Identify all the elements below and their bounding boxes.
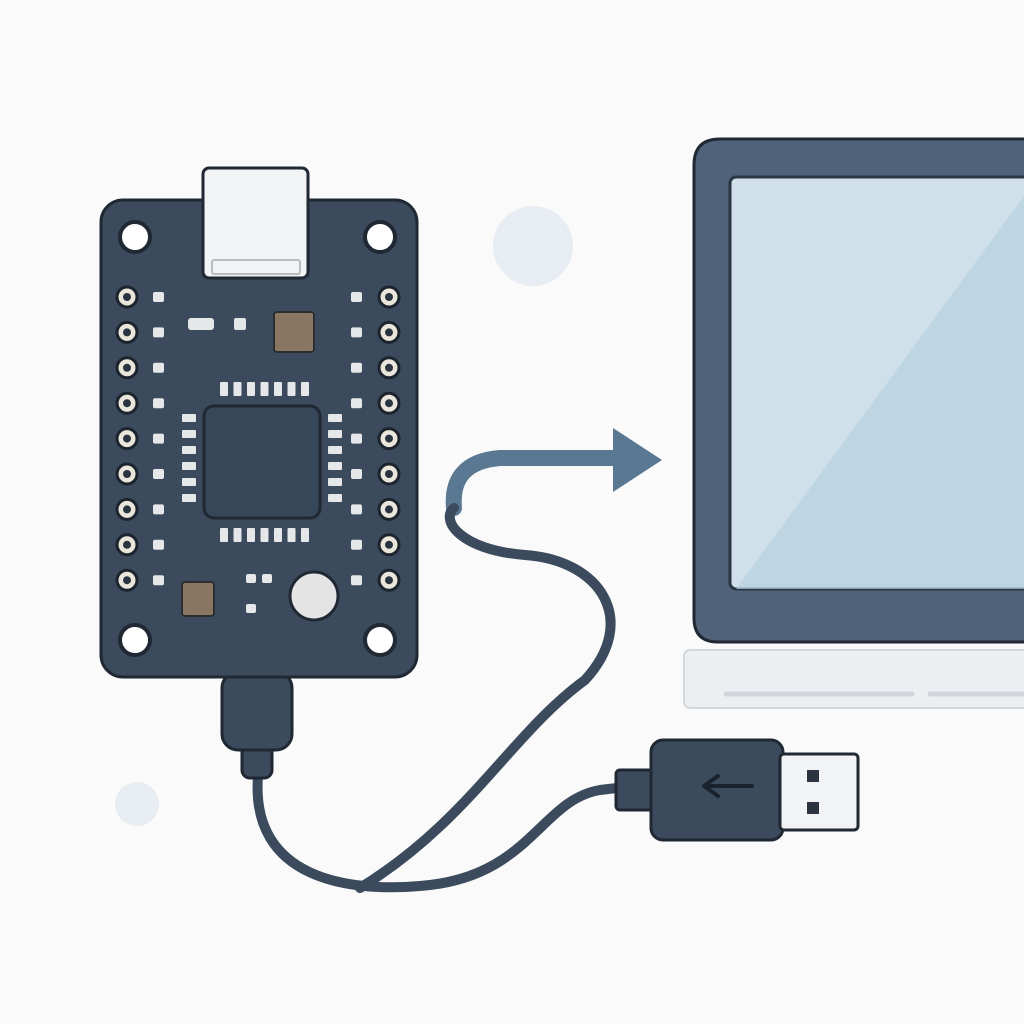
arrow-head	[613, 428, 662, 492]
header-pin-hole	[385, 576, 393, 585]
cable-loop	[355, 503, 616, 893]
header-pin-hole	[123, 540, 131, 549]
pin-pad	[153, 575, 164, 586]
laptop-icon	[683, 137, 1024, 709]
chip-pin	[182, 478, 196, 486]
chip-pin	[274, 382, 282, 396]
cable-wire	[252, 771, 657, 893]
chip-pin	[233, 528, 242, 542]
background-decor	[115, 206, 573, 826]
chip-pin	[247, 528, 255, 542]
smd-pad	[234, 318, 246, 330]
chip-pin	[328, 430, 342, 438]
header-pin-hole	[123, 328, 131, 337]
pin-pad	[153, 504, 164, 515]
pin-pad	[351, 327, 362, 338]
header-pin-hole	[123, 576, 131, 585]
chip-pin	[328, 494, 342, 502]
plug-metal-tip	[778, 752, 860, 832]
header-pin-hole	[385, 399, 393, 408]
header-pin-hole	[385, 434, 393, 443]
header-pin-hole	[385, 363, 393, 372]
pin-pad	[351, 575, 362, 586]
pin-pad	[351, 292, 362, 302]
pin-pad	[153, 292, 164, 302]
pin-pad	[153, 539, 164, 550]
chip-pin	[301, 528, 309, 542]
pin-pad	[351, 539, 362, 550]
chip-body	[202, 404, 322, 520]
usb-port-opening	[211, 259, 301, 275]
reset-button	[288, 570, 340, 622]
chip-pin	[247, 382, 255, 396]
pin-pad	[351, 362, 362, 373]
decor-dot	[115, 782, 159, 826]
chip-pin	[287, 382, 296, 396]
micro-usb-connector	[220, 670, 294, 752]
mounting-hole	[363, 623, 397, 657]
chip-pin	[287, 528, 296, 542]
header-pin-hole	[385, 328, 393, 337]
chip-pin	[260, 528, 269, 542]
pin-pad	[351, 469, 362, 479]
pin-pad	[153, 469, 164, 479]
header-pin-hole	[123, 470, 131, 478]
header-pin-hole	[385, 540, 393, 549]
mounting-hole	[363, 220, 397, 254]
header-pin-hole	[123, 293, 131, 301]
chip-pin	[328, 462, 342, 470]
chip-pin	[274, 528, 282, 542]
chip-pin	[182, 494, 196, 502]
microcontroller-chip	[182, 382, 342, 542]
usb-port	[201, 166, 310, 280]
plug-slot	[807, 770, 819, 782]
header-pin-hole	[385, 470, 393, 478]
smd-resistor	[188, 318, 214, 330]
header-pin-hole	[385, 293, 393, 301]
chip-pin	[182, 446, 196, 454]
chip-pin	[301, 382, 309, 396]
usb-a-plug-icon	[614, 738, 860, 842]
chip-pin	[328, 478, 342, 486]
header-pin-hole	[123, 399, 131, 408]
arrow-right-icon	[445, 428, 662, 516]
chip-pin	[220, 528, 228, 542]
usb-symbol-icon	[702, 774, 754, 798]
plug-body	[649, 738, 785, 842]
smd-capacitor	[273, 311, 315, 353]
header-pin-hole	[123, 363, 131, 372]
smd-pad	[246, 574, 256, 583]
smd-capacitor	[181, 581, 215, 617]
pin-pad	[351, 433, 362, 444]
smd-pad	[246, 604, 256, 613]
decor-dot	[493, 206, 573, 286]
header-pin-hole	[123, 434, 131, 443]
mounting-hole	[118, 623, 152, 657]
pin-pad	[351, 398, 362, 409]
microcontroller-board-icon	[99, 166, 419, 679]
header-pin-hole	[385, 505, 393, 514]
pin-pad	[351, 504, 362, 515]
chip-pin	[182, 430, 196, 438]
chip-pin	[220, 382, 228, 396]
smd-pad	[262, 574, 272, 583]
arrow-shaft	[445, 450, 624, 516]
chip-pin	[328, 414, 342, 422]
pin-headers	[115, 285, 401, 592]
pin-pad	[153, 433, 164, 444]
plug-slot	[807, 802, 819, 814]
chip-pin	[260, 382, 269, 396]
chip-pin	[328, 446, 342, 454]
chip-pin	[182, 414, 196, 422]
header-pin-hole	[123, 505, 131, 514]
pin-pad	[153, 362, 164, 373]
pin-pad	[153, 398, 164, 409]
laptop-base	[683, 649, 1024, 709]
chip-pin	[233, 382, 242, 396]
mounting-hole	[118, 220, 152, 254]
chip-pin	[182, 462, 196, 470]
pin-pad	[153, 327, 164, 338]
screen-highlight	[736, 196, 1024, 589]
